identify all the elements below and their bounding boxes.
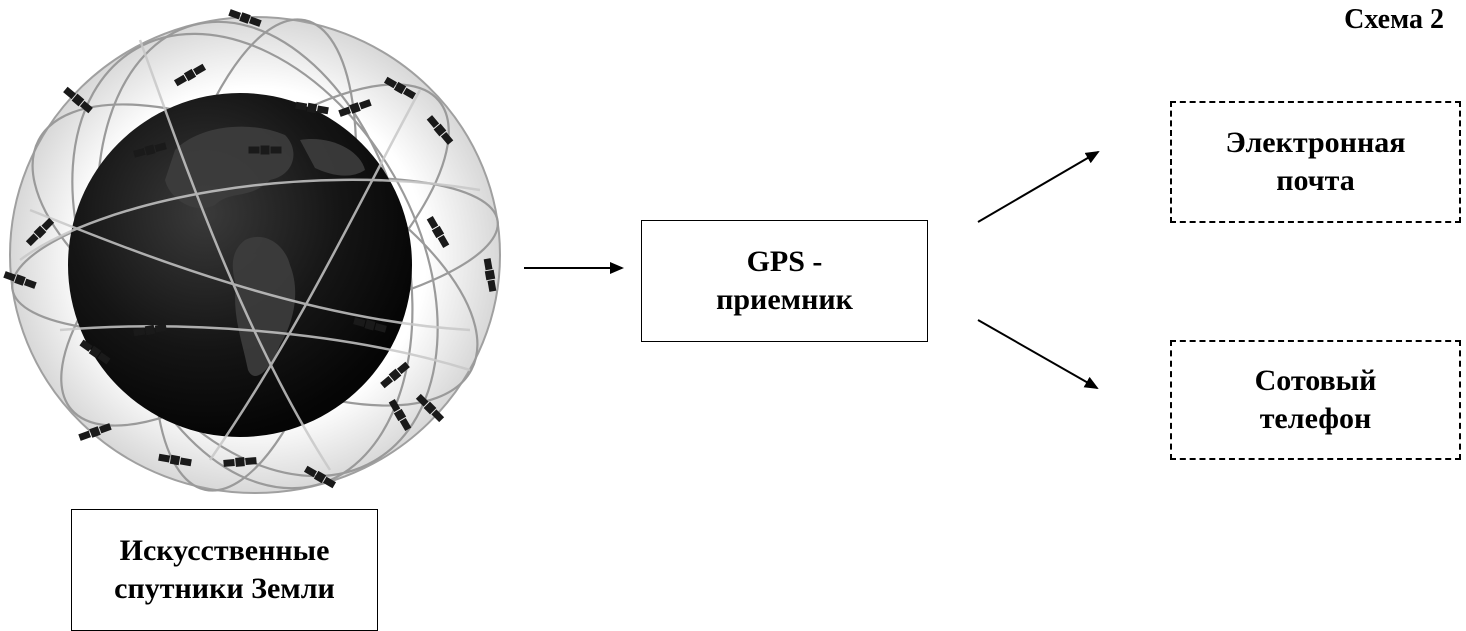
satellite-icon	[133, 142, 167, 158]
satellite-icon	[223, 457, 257, 467]
satellite-icon	[353, 317, 387, 333]
satellite-icon	[133, 323, 167, 337]
satellite-icon	[483, 258, 497, 292]
satellite-icon	[383, 76, 417, 100]
gps-label-line2: приемник	[716, 283, 853, 316]
phone-label-line1: Сотовый	[1254, 363, 1377, 397]
satellite-icon	[415, 393, 445, 423]
satellite-icon	[380, 361, 410, 389]
satellite-icon	[78, 423, 112, 441]
satellite-icon	[388, 398, 412, 432]
satellite-icon	[228, 9, 262, 27]
satellite-icon	[295, 101, 329, 115]
satellite-icon	[63, 86, 93, 114]
earth-globe-icon	[0, 0, 520, 505]
satellite-icon	[173, 63, 207, 87]
satellite-icon	[426, 115, 454, 145]
satellite-icon	[3, 271, 37, 289]
arrow-gps-to-phone	[977, 319, 1099, 389]
gps-receiver-box: GPS - приемник	[641, 220, 928, 342]
satellite-icon	[338, 99, 372, 117]
satellite-icon	[158, 453, 192, 467]
arrow-gps-to-email	[977, 150, 1100, 223]
cell-phone-box: Сотовый телефон	[1170, 340, 1461, 460]
satellites-label-line1: Искусственные	[119, 533, 330, 567]
email-box: Электронная почта	[1170, 101, 1461, 223]
scheme-title: Схема 2	[1344, 4, 1444, 35]
satellite-icon	[25, 217, 55, 247]
satellites-box: Искусственные спутники Земли	[71, 509, 378, 631]
gps-label-line1: GPS -	[746, 244, 823, 278]
email-label-line1: Электронная	[1225, 125, 1406, 159]
satellite-icon	[248, 145, 282, 155]
satellite-icon	[79, 339, 111, 365]
email-label-line2: почта	[1276, 164, 1355, 197]
satellite-icon	[426, 215, 450, 249]
satellites-label-line2: спутники Земли	[114, 572, 335, 605]
earth-with-satellite-orbits-icon	[3, 9, 501, 494]
phone-label-line2: телефон	[1259, 402, 1372, 435]
satellite-icon	[303, 465, 337, 489]
